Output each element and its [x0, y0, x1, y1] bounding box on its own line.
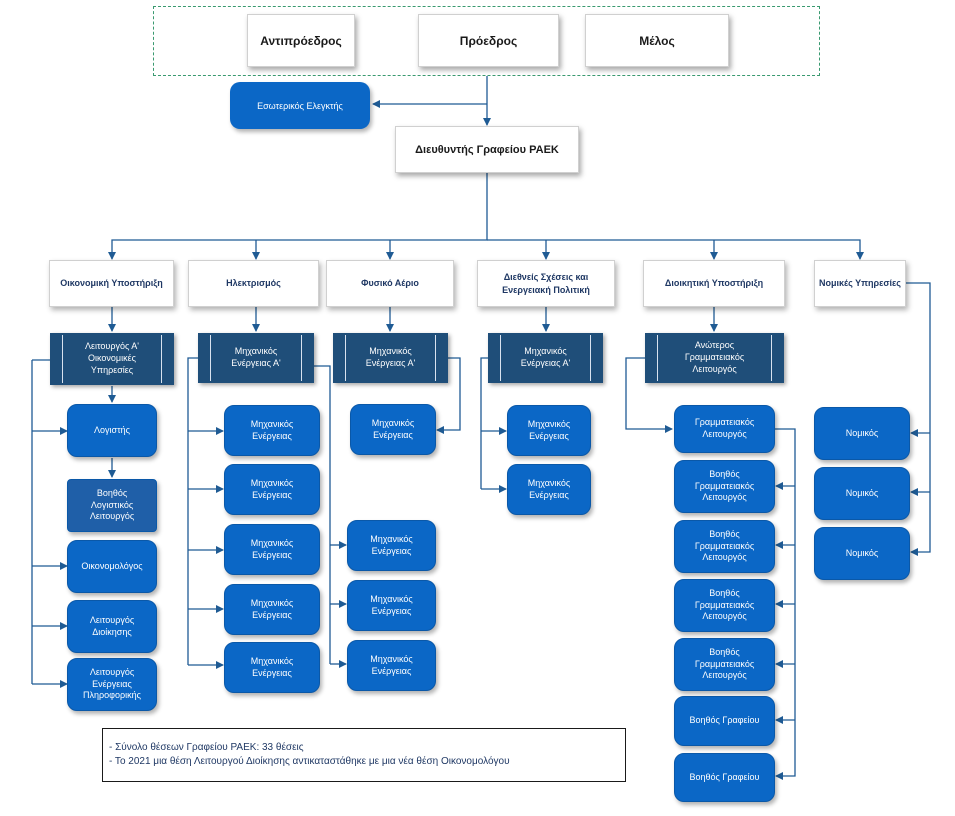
internal-auditor-box: Εσωτερικός Ελεγκτής	[230, 82, 370, 129]
staff-label: Βοηθός Γραμματειακός Λειτουργός	[694, 468, 755, 503]
note-total-positions: - Σύνολο θέσεων Γραφείου ΡΑΕΚ: 33 θέσεις	[109, 742, 304, 753]
member-label: Μέλος	[639, 33, 675, 48]
dept-electricity: Ηλεκτρισμός	[188, 260, 319, 307]
intl-head: Μηχανικός Ενέργειας Α'	[488, 333, 603, 383]
staff-label: Βοηθός Λογιστικός Λειτουργός	[89, 487, 135, 522]
internal-auditor-label: Εσωτερικός Ελεγκτής	[257, 100, 343, 111]
intl-head-label: Μηχανικός Ενέργειας Α'	[520, 346, 571, 368]
staff-label: Μηχανικός Ενέργειας	[250, 477, 294, 500]
staff-label: Μηχανικός Ενέργειας	[250, 537, 294, 560]
staff-label: Μηχανικός Ενέργειας	[250, 597, 294, 620]
legal-staff: Νομικός	[814, 527, 910, 580]
electricity-staff: Μηχανικός Ενέργειας	[347, 520, 436, 571]
dept-gas: Φυσικό Αέριο	[326, 260, 454, 307]
director-box: Διευθυντής Γραφείου ΡΑΕΚ	[395, 126, 579, 173]
staff-label: Νομικός	[845, 427, 879, 438]
staff-label: Βοηθός Γραμματειακός Λειτουργός	[694, 528, 755, 563]
finance-staff-accountant: Λογιστής	[67, 404, 157, 457]
electricity-head-label: Μηχανικός Ενέργειας Α'	[231, 346, 281, 368]
staff-label: Λογιστής	[94, 424, 130, 435]
admin-staff-office-assistant: Βοηθός Γραφείου	[674, 753, 775, 802]
dept-finance-title: Οικονομική Υποστήριξη	[60, 278, 163, 289]
staff-label: Νομικός	[845, 547, 879, 558]
admin-staff-assistant-secretary: Βοηθός Γραμματειακός Λειτουργός	[674, 520, 775, 573]
staff-label: Βοηθός Γραμματειακός Λειτουργός	[694, 587, 755, 622]
staff-label: Μηχανικός Ενέργειας	[527, 477, 571, 500]
staff-label: Λειτουργός Ενέργειας Πληροφορικής	[83, 666, 141, 701]
electricity-staff: Μηχανικός Ενέργειας	[224, 584, 320, 635]
staff-label: Οικονομολόγος	[81, 560, 143, 571]
electricity-staff: Μηχανικός Ενέργειας	[347, 640, 436, 691]
electricity-staff: Μηχανικός Ενέργειας	[347, 580, 436, 631]
staff-label: Μηχανικός Ενέργειας	[370, 593, 413, 616]
admin-head-label: Ανώτερος Γραμματειακός Λειτουργός	[684, 340, 745, 374]
electricity-staff: Μηχανικός Ενέργειας	[224, 405, 320, 456]
staff-label: Μηχανικός Ενέργειας	[370, 533, 413, 556]
note-replacement: - Το 2021 μια θέση Λειτουργού Διοίκησης …	[109, 755, 510, 767]
finance-staff-admin-officer: Λειτουργός Διοίκησης	[67, 600, 157, 653]
staff-label: Λειτουργός Διοίκησης	[89, 614, 135, 637]
electricity-staff: Μηχανικός Ενέργειας	[224, 464, 320, 515]
dept-gas-title: Φυσικό Αέριο	[361, 278, 419, 289]
dept-intl: Διεθνείς Σχέσεις και Ενεργειακή Πολιτική	[477, 260, 615, 307]
legal-staff: Νομικός	[814, 407, 910, 460]
admin-head: Ανώτερος Γραμματειακός Λειτουργός	[645, 333, 784, 383]
finance-staff-it-officer: Λειτουργός Ενέργειας Πληροφορικής	[67, 658, 157, 711]
staff-label: Μηχανικός Ενέργειας	[250, 418, 294, 441]
staff-label: Μηχανικός Ενέργειας	[370, 653, 413, 676]
electricity-head: Μηχανικός Ενέργειας Α'	[198, 333, 314, 383]
staff-label: Βοηθός Γραφείου	[689, 715, 760, 726]
staff-label: Μηχανικός Ενέργειας	[527, 418, 571, 441]
admin-staff-office-assistant: Βοηθός Γραφείου	[674, 696, 775, 746]
president-box: Πρόεδρος	[418, 14, 559, 67]
legal-staff: Νομικός	[814, 467, 910, 520]
dept-electricity-title: Ηλεκτρισμός	[226, 278, 281, 289]
president-label: Πρόεδρος	[459, 33, 518, 48]
dept-legal: Νομικές Υπηρεσίες	[814, 260, 906, 307]
staff-label: Βοηθός Γραμματειακός Λειτουργός	[694, 646, 755, 681]
board-frame	[153, 6, 820, 76]
vice-president-box: Αντιπρόεδρος	[247, 14, 355, 67]
staff-label: Μηχανικός Ενέργειας	[371, 417, 415, 440]
dept-admin-title: Διοικητική Υποστήριξη	[664, 278, 764, 289]
dept-finance: Οικονομική Υποστήριξη	[49, 260, 174, 307]
admin-staff-assistant-secretary: Βοηθός Γραμματειακός Λειτουργός	[674, 579, 775, 632]
dept-intl-title: Διεθνείς Σχέσεις και Ενεργειακή Πολιτική	[502, 272, 590, 295]
gas-head-label: Μηχανικός Ενέργειας Α'	[365, 346, 416, 368]
vice-president-label: Αντιπρόεδρος	[260, 33, 342, 48]
electricity-staff: Μηχανικός Ενέργειας	[224, 524, 320, 575]
gas-head: Μηχανικός Ενέργειας Α'	[333, 333, 448, 383]
member-box: Μέλος	[585, 14, 729, 67]
director-label: Διευθυντής Γραφείου ΡΑΕΚ	[415, 143, 559, 156]
dept-legal-title: Νομικές Υπηρεσίες	[819, 278, 901, 289]
finance-staff-economist: Οικονομολόγος	[67, 540, 157, 593]
staff-label: Νομικός	[845, 487, 879, 498]
finance-staff-assistant-accountant: Βοηθός Λογιστικός Λειτουργός	[67, 479, 157, 532]
intl-staff: Μηχανικός Ενέργειας	[507, 405, 591, 456]
admin-staff-assistant-secretary: Βοηθός Γραμματειακός Λειτουργός	[674, 460, 775, 513]
admin-staff-assistant-secretary: Βοηθός Γραμματειακός Λειτουργός	[674, 638, 775, 691]
dept-admin: Διοικητική Υποστήριξη	[643, 260, 785, 307]
staff-label: Βοηθός Γραφείου	[689, 771, 760, 782]
admin-staff-secretary: Γραμματειακός Λειτουργός	[674, 405, 775, 453]
electricity-staff: Μηχανικός Ενέργειας	[224, 642, 320, 693]
gas-staff: Μηχανικός Ενέργειας	[350, 404, 436, 455]
staff-label: Μηχανικός Ενέργειας	[250, 655, 294, 678]
staff-label: Γραμματειακός Λειτουργός	[694, 417, 755, 439]
notes-box: - Σύνολο θέσεων Γραφείου ΡΑΕΚ: 33 θέσεις…	[102, 728, 626, 782]
finance-head: Λειτουργός Α' Οικονομικές Υπηρεσίες	[50, 333, 174, 385]
intl-staff: Μηχανικός Ενέργειας	[507, 464, 591, 515]
finance-head-label: Λειτουργός Α' Οικονομικές Υπηρεσίες	[84, 341, 140, 375]
